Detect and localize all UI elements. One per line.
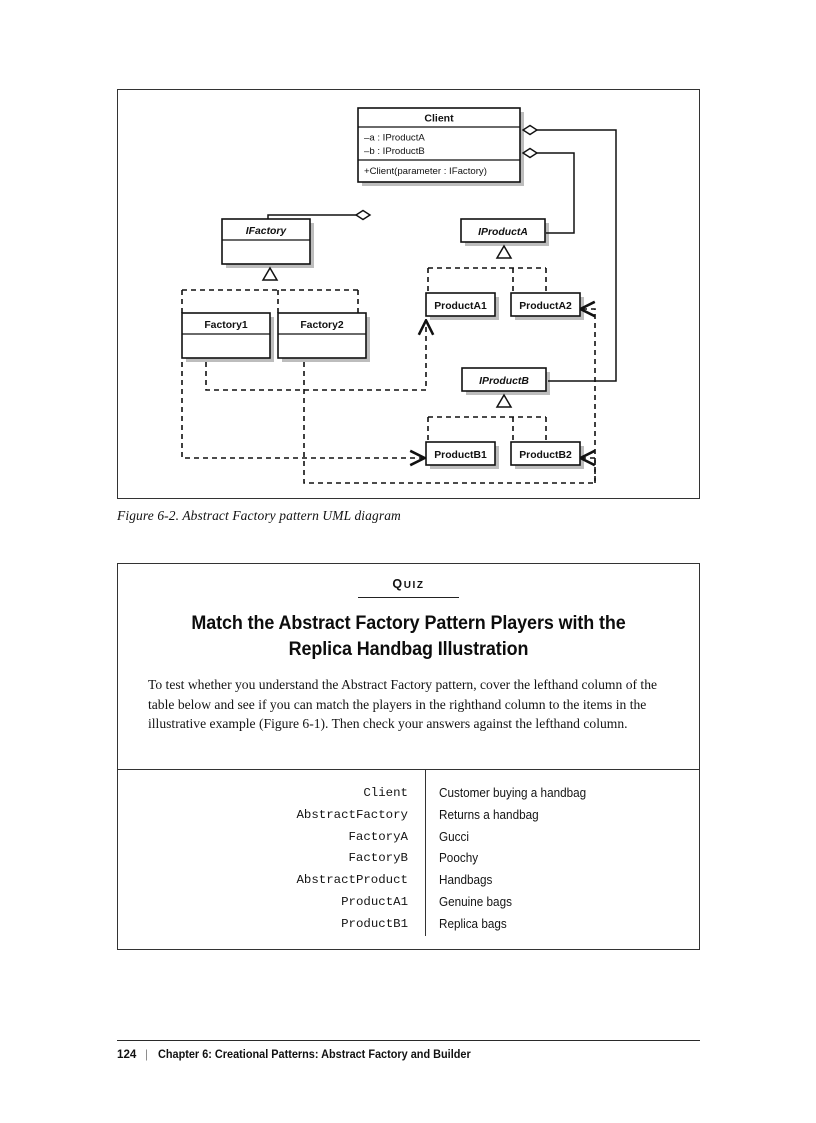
class-name-productb1: ProductB1 (434, 450, 487, 461)
player-6: ProductB1 (341, 916, 408, 931)
quiz-answer-table: Client AbstractFactory FactoryA FactoryB… (118, 770, 699, 936)
uml-class-productb1: ProductB1 (425, 441, 496, 466)
class-name-producta1: ProductA1 (434, 301, 487, 312)
spacer-left (118, 770, 426, 783)
page-number: 124 (117, 1048, 137, 1062)
uml-class-producta1: ProductA1 (425, 292, 496, 317)
chapter-title: Chapter 6: Creational Patterns: Abstract… (158, 1048, 471, 1062)
pattern-player-cell: Client AbstractFactory FactoryA FactoryB… (118, 783, 426, 936)
example-2: Gucci (439, 829, 469, 844)
class-name-ifactory: IFactory (246, 226, 288, 237)
table-row: Client AbstractFactory FactoryA FactoryB… (118, 783, 699, 936)
uml-diagram: Client –a : IProductA –b : IProductB +Cl… (181, 107, 617, 484)
class-name-producta2: ProductA2 (519, 301, 572, 312)
uml-class-factory2: Factory2 (277, 312, 367, 359)
class-name-iproducta: IProductA (478, 227, 528, 238)
quiz-paragraph: To test whether you understand the Abstr… (148, 677, 658, 731)
uml-class-ifactory: IFactory (221, 218, 311, 265)
player-5: ProductA1 (341, 894, 408, 909)
quiz-box: QUIZ Match the Abstract Factory Pattern … (117, 563, 700, 950)
quiz-label: QUIZ (358, 577, 459, 598)
class-name-client: Client (424, 113, 454, 125)
client-operation: +Client(parameter : IFactory) (364, 166, 487, 177)
table-spacer-row (118, 770, 699, 783)
spacer-right (426, 770, 700, 783)
uml-class-productb2: ProductB2 (510, 441, 581, 466)
footer-line: 124 | Chapter 6: Creational Patterns: Ab… (117, 1048, 700, 1061)
player-4: AbstractProduct (296, 873, 408, 888)
example-3: Poochy (439, 851, 479, 866)
uml-class-producta2: ProductA2 (510, 292, 581, 317)
uml-class-iproductb: IProductB (461, 367, 547, 392)
page-footer: 124 | Chapter 6: Creational Patterns: Ab… (117, 1040, 700, 1061)
quiz-label-first: Q (392, 577, 404, 591)
example-4: Handbags (439, 873, 493, 888)
client-attr-a: –a : IProductA (364, 133, 425, 144)
client-attr-b: –b : IProductB (364, 146, 425, 157)
example-0: Customer buying a handbag (439, 786, 587, 800)
example-1: Returns a handbag (439, 807, 539, 822)
quiz-header: QUIZ (118, 564, 699, 598)
class-name-factory2: Factory2 (300, 320, 344, 331)
footer-rule (117, 1040, 700, 1042)
class-name-iproductb: IProductB (479, 376, 529, 387)
player-0: Client (363, 786, 408, 800)
figure-caption: Figure 6-2. Abstract Factory pattern UML… (117, 508, 401, 523)
player-1: AbstractFactory (296, 807, 408, 822)
player-2: FactoryA (348, 829, 409, 844)
quiz-table-divider (118, 769, 699, 770)
illustration-example-cell: Customer buying a handbag Returns a hand… (426, 783, 700, 936)
class-name-factory1: Factory1 (204, 320, 248, 331)
quiz-label-rest: UIZ (403, 580, 425, 591)
example-6: Replica bags (439, 916, 507, 931)
uml-class-client: Client –a : IProductA –b : IProductB +Cl… (357, 107, 521, 183)
class-name-productb2: ProductB2 (519, 450, 572, 461)
footer-separator: | (145, 1048, 149, 1062)
figure-frame: Client –a : IProductA –b : IProductB +Cl… (117, 89, 700, 499)
player-3: FactoryB (348, 851, 409, 866)
example-5: Genuine bags (439, 894, 512, 909)
quiz-title: Match the Abstract Factory Pattern Playe… (191, 612, 626, 660)
uml-class-factory1: Factory1 (181, 312, 271, 359)
uml-class-iproducta: IProductA (460, 218, 546, 243)
